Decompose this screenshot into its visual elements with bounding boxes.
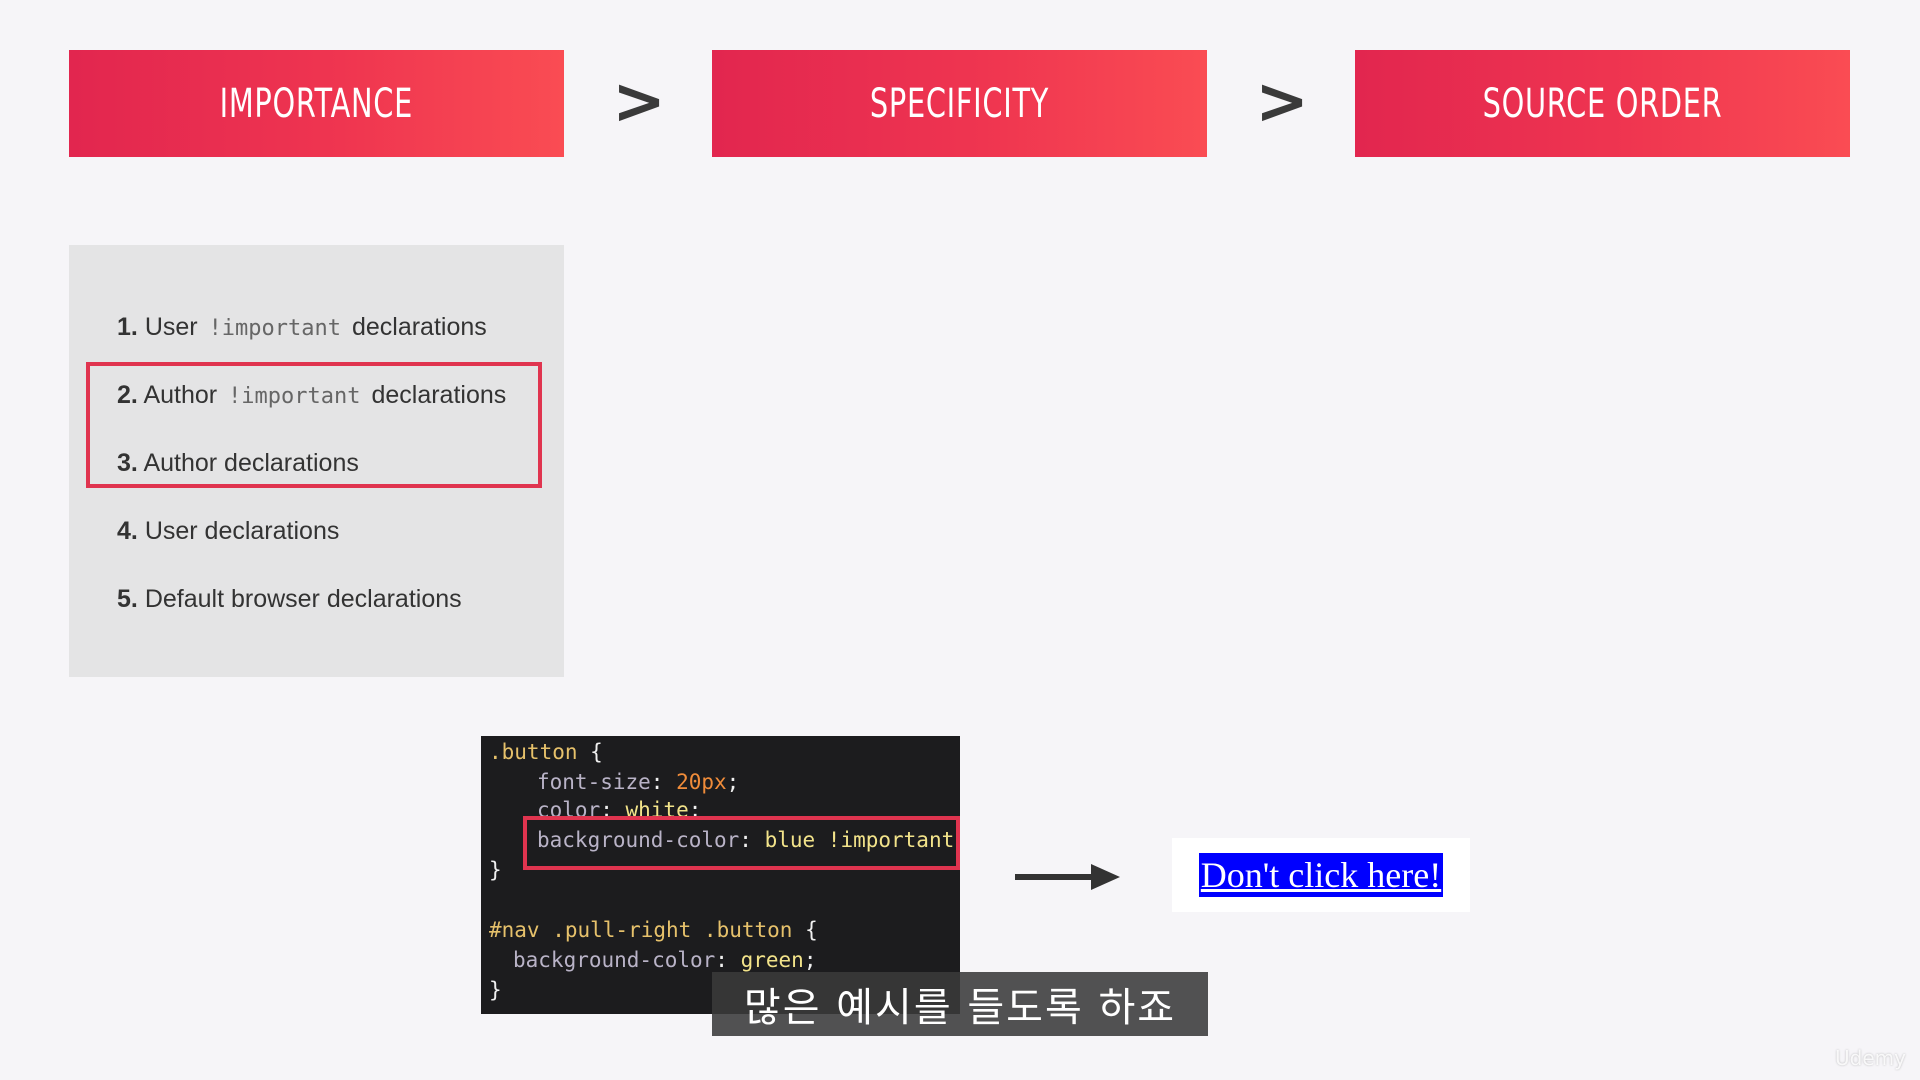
specificity-banner: SPECIFICITY bbox=[712, 50, 1207, 157]
list-number: 2. bbox=[117, 381, 138, 409]
list-item: 5. Default browser declarations bbox=[117, 585, 462, 614]
list-item: 4. User declarations bbox=[117, 517, 339, 546]
demo-result-box: Don't click here! bbox=[1172, 838, 1470, 912]
list-code: !important bbox=[228, 384, 361, 409]
code-line: .button { bbox=[489, 740, 603, 764]
dont-click-button[interactable]: Don't click here! bbox=[1198, 853, 1444, 897]
importance-banner: IMPORTANCE bbox=[69, 50, 564, 157]
code-line: #nav .pull-right .button { bbox=[489, 918, 818, 942]
code-line: } bbox=[489, 978, 502, 1002]
list-text: Default browser declarations bbox=[144, 585, 462, 613]
greater-than-separator: > bbox=[612, 65, 666, 139]
list-text: declarations bbox=[351, 313, 487, 341]
udemy-watermark: Udemy bbox=[1835, 1046, 1906, 1070]
list-code: !important bbox=[208, 316, 342, 341]
code-line: background-color: blue !important; bbox=[537, 828, 960, 852]
list-text: declarations bbox=[371, 381, 507, 409]
importance-list-panel: 1. User !important declarations 2. Autho… bbox=[69, 245, 564, 677]
list-number: 3. bbox=[117, 449, 138, 477]
list-item: 2. Author !important declarations bbox=[117, 381, 506, 410]
css-code-block: .button { font-size: 20px; color: white;… bbox=[481, 736, 960, 1014]
list-number: 4. bbox=[117, 517, 138, 545]
list-item: 1. User !important declarations bbox=[117, 313, 487, 342]
video-subtitle: 많은 예시를 들도록 하죠 bbox=[712, 972, 1208, 1036]
list-text: Author bbox=[143, 381, 218, 409]
list-text: User bbox=[144, 313, 198, 341]
banner-label: IMPORTANCE bbox=[219, 80, 414, 127]
list-number: 5. bbox=[117, 585, 138, 613]
list-item: 3. Author declarations bbox=[117, 449, 359, 478]
greater-than-separator: > bbox=[1255, 65, 1309, 139]
code-line: font-size: 20px; bbox=[537, 770, 740, 794]
banner-label: SOURCE ORDER bbox=[1482, 80, 1723, 127]
code-line: background-color: green; bbox=[513, 948, 817, 972]
important-declaration-highlight bbox=[523, 816, 960, 870]
banner-label: SPECIFICITY bbox=[869, 80, 1050, 127]
author-declarations-highlight bbox=[86, 362, 542, 488]
source-order-banner: SOURCE ORDER bbox=[1355, 50, 1850, 157]
list-text: User declarations bbox=[144, 517, 340, 545]
list-text: Author declarations bbox=[143, 449, 359, 477]
list-number: 1. bbox=[117, 313, 138, 341]
code-line: } bbox=[489, 858, 502, 882]
right-arrow-icon bbox=[1015, 864, 1120, 890]
